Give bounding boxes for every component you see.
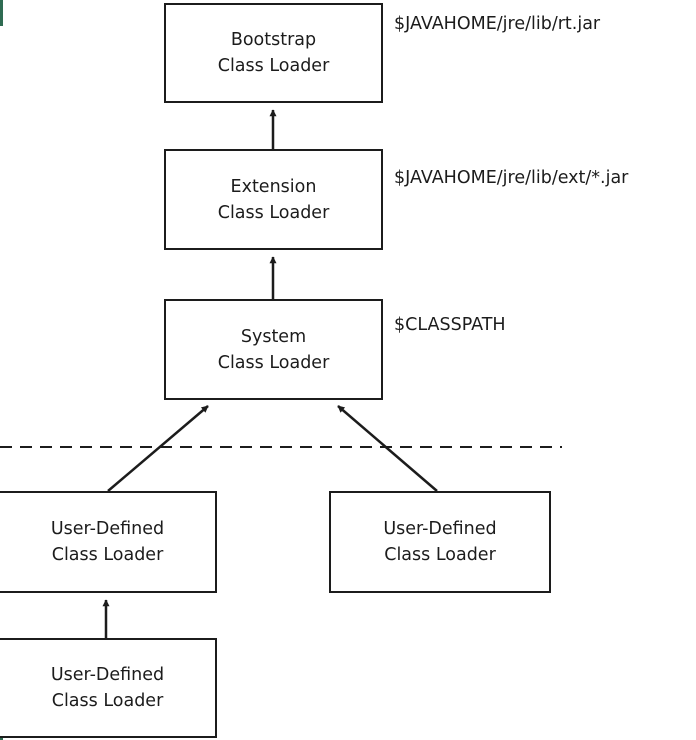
box-subtitle-line: Class Loader (384, 545, 496, 565)
box-subtitle-line: Class Loader (51, 691, 164, 711)
system-path-label: $CLASSPATH (394, 315, 506, 335)
box-title-line: User-Defined (383, 519, 497, 539)
arrow-user-left-to-system (107, 405, 209, 492)
edge-accent-top (0, 0, 3, 26)
user-defined-class-loader-right-box: User-Defined Class Loader (329, 491, 551, 593)
extension-path-label: $JAVAHOME/jre/lib/ext/*.jar (394, 168, 629, 188)
box-title-line: Extension (230, 176, 317, 197)
arrow-user-right-to-system (337, 405, 438, 492)
system-class-loader-box: System Class Loader (164, 299, 383, 400)
extension-class-loader-box: Extension Class Loader (164, 149, 383, 250)
box-subtitle-line: Class Loader (217, 56, 330, 76)
bootstrap-path-label: $JAVAHOME/jre/lib/rt.jar (394, 14, 601, 34)
user-defined-class-loader-left-box: User-Defined Class Loader (0, 491, 217, 593)
box-subtitle-line: Class Loader (217, 352, 330, 373)
box-subtitle-line: Class Loader (51, 545, 164, 565)
user-defined-class-loader-bottom-box: User-Defined Class Loader (0, 638, 217, 738)
box-title-line: User-Defined (50, 665, 165, 685)
box-title-line: System (240, 326, 307, 347)
box-subtitle-line: Class Loader (217, 202, 330, 223)
box-title-line: User-Defined (50, 519, 165, 539)
box-title-line: Bootstrap (230, 30, 317, 50)
bootstrap-class-loader-box: Bootstrap Class Loader (164, 3, 383, 103)
